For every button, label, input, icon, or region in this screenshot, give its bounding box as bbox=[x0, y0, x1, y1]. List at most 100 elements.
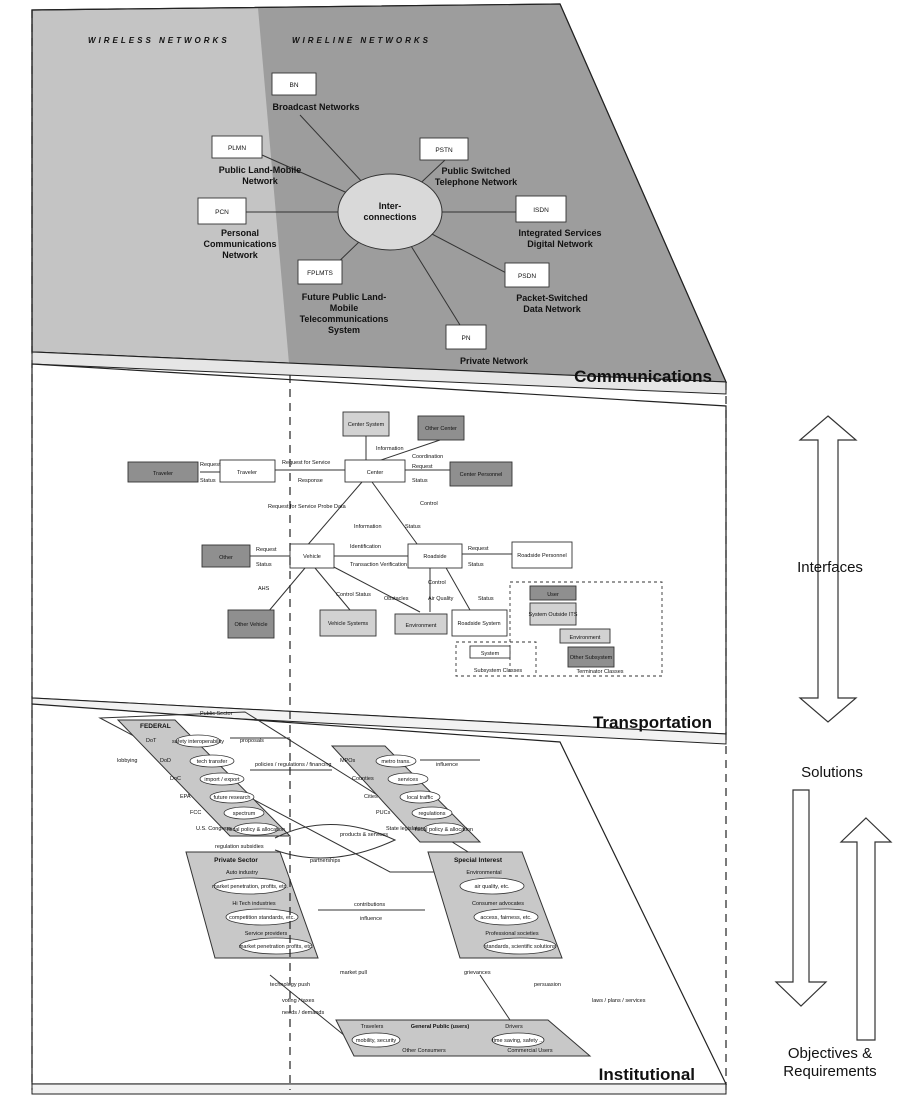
svg-text:DoT: DoT bbox=[146, 738, 157, 744]
svg-text:Consumer advocates: Consumer advocates bbox=[472, 901, 524, 907]
node-roadside-system: Roadside System bbox=[451, 609, 508, 637]
svg-text:Telephone Network: Telephone Network bbox=[435, 177, 518, 187]
svg-text:mobility, security: mobility, security bbox=[356, 1038, 396, 1044]
node-vehicle: Vehicle bbox=[289, 543, 335, 569]
flow-information-2: Information bbox=[354, 524, 382, 530]
svg-text:Mobile: Mobile bbox=[330, 303, 359, 313]
hub-label-line1: Inter- bbox=[379, 201, 402, 211]
svg-text:Public Land-Mobile: Public Land-Mobile bbox=[219, 165, 302, 175]
flow-request-center: Request bbox=[412, 464, 433, 470]
svg-text:System Outside ITS: System Outside ITS bbox=[529, 612, 578, 618]
svg-text:System: System bbox=[328, 325, 360, 335]
svg-text:Center Personnel: Center Personnel bbox=[460, 472, 503, 478]
svg-text:FCC: FCC bbox=[190, 810, 201, 816]
svg-text:Traveler: Traveler bbox=[153, 471, 173, 477]
public-items: Travelers mobility, security Drivers tim… bbox=[351, 1024, 553, 1054]
svg-text:Drivers: Drivers bbox=[505, 1024, 523, 1030]
general-public-label: General Public (users) bbox=[411, 1024, 470, 1030]
svg-text:BN: BN bbox=[289, 82, 298, 89]
interconnections-hub bbox=[337, 173, 443, 251]
local-items: MPOs metro trans. Counties services Citi… bbox=[340, 754, 473, 836]
solutions-down-arrow bbox=[774, 789, 828, 1007]
svg-text:services: services bbox=[398, 777, 418, 783]
svg-text:Subsystem Classes: Subsystem Classes bbox=[474, 668, 523, 674]
svg-text:market penetration profits, et: market penetration profits, etc. bbox=[239, 944, 314, 950]
flow-status-env: Status bbox=[478, 596, 494, 602]
svg-text:EPA: EPA bbox=[180, 794, 191, 800]
communications-plane-wireline bbox=[258, 4, 726, 382]
node-traveler-terminator: Traveler bbox=[127, 461, 199, 483]
flow-request-roadside: Request bbox=[468, 546, 489, 552]
federal-label: FEDERAL bbox=[140, 723, 171, 730]
flow-contributions: contributions bbox=[354, 902, 385, 908]
svg-text:Service providers: Service providers bbox=[245, 931, 288, 937]
svg-text:Communications: Communications bbox=[203, 239, 276, 249]
node-psdn: PSDN Packet-Switched Data Network bbox=[504, 262, 588, 314]
svg-text:Integrated Services: Integrated Services bbox=[518, 228, 601, 238]
svg-text:U.S. Congress: U.S. Congress bbox=[196, 826, 232, 832]
special-interest-label: Special Interest bbox=[454, 857, 503, 864]
flow-identification: Identification bbox=[350, 544, 381, 550]
svg-text:Traveler: Traveler bbox=[237, 470, 257, 476]
node-roadside: Roadside bbox=[407, 543, 463, 569]
flow-grievances: grievances bbox=[464, 970, 491, 976]
private-sector-label: Private Sector bbox=[214, 857, 258, 864]
svg-text:DoC: DoC bbox=[170, 776, 181, 782]
node-bn: BN Broadcast Networks bbox=[271, 72, 360, 112]
svg-text:Terminator Classes: Terminator Classes bbox=[576, 669, 623, 675]
communications-title: Communications bbox=[574, 367, 712, 386]
flow-control-status: Control Status bbox=[336, 592, 371, 598]
private-items: Auto industry market penetration, profit… bbox=[212, 870, 314, 955]
wireless-networks-header: WIRELESS NETWORKS bbox=[88, 36, 230, 45]
svg-text:Roadside System: Roadside System bbox=[457, 621, 501, 627]
node-roadside-personnel: Roadside Personnel bbox=[511, 541, 573, 569]
flow-needs-demands: needs / demands bbox=[282, 1010, 324, 1016]
flow-response: Response bbox=[298, 478, 323, 484]
node-isdn: ISDN Integrated Services Digital Network bbox=[515, 195, 602, 249]
svg-text:Roadside Personnel: Roadside Personnel bbox=[517, 553, 567, 559]
node-plmn: PLMN Public Land-Mobile Network bbox=[211, 135, 302, 186]
special-interest-box bbox=[427, 851, 563, 959]
private-sector-box bbox=[185, 851, 319, 959]
svg-text:Other Vehicle: Other Vehicle bbox=[234, 622, 267, 628]
flow-request-for-service: Request for Service bbox=[282, 460, 330, 466]
svg-text:Telecommunications: Telecommunications bbox=[300, 314, 389, 324]
flow-voting-taxes: voting / taxes bbox=[282, 998, 315, 1004]
flow-market-pull: market pull bbox=[340, 970, 367, 976]
svg-text:Environmental: Environmental bbox=[466, 870, 501, 876]
flow-policies: policies / regulations / financing bbox=[255, 762, 331, 768]
flow-information: Information bbox=[376, 446, 404, 452]
svg-text:User: User bbox=[547, 592, 559, 598]
node-other-terminator: Other bbox=[201, 544, 251, 568]
dashed-guides bbox=[31, 10, 727, 1090]
flow-persuasion: persuasion bbox=[534, 982, 561, 988]
svg-text:Other: Other bbox=[219, 555, 233, 561]
svg-text:System: System bbox=[481, 651, 500, 657]
svg-text:Network: Network bbox=[222, 250, 259, 260]
svg-text:ISDN: ISDN bbox=[533, 207, 549, 214]
flow-air-quality: Air Quality bbox=[428, 596, 454, 602]
svg-text:Digital Network: Digital Network bbox=[527, 239, 594, 249]
flow-request-probe: Request for Service Probe Data bbox=[268, 504, 347, 510]
hub-label-line2: connections bbox=[363, 212, 416, 222]
node-center-system: Center System bbox=[342, 411, 390, 437]
flow-products-services: products & services bbox=[340, 832, 388, 838]
svg-text:Packet-Switched: Packet-Switched bbox=[516, 293, 588, 303]
svg-text:Professional societies: Professional societies bbox=[485, 931, 538, 937]
node-pn: PN Private Network bbox=[445, 324, 529, 366]
legend-subsystem-classes: System Subsystem Classes bbox=[455, 641, 537, 677]
svg-text:Broadcast Networks: Broadcast Networks bbox=[272, 102, 359, 112]
interfaces-arrow bbox=[798, 415, 858, 723]
svg-text:PUCs: PUCs bbox=[376, 810, 391, 816]
svg-text:time saving, safety ...: time saving, safety ... bbox=[492, 1038, 544, 1044]
flow-request-traveler: Request bbox=[200, 462, 221, 468]
flow-lobbying: lobbying bbox=[117, 758, 138, 764]
svg-text:safety interoperability: safety interoperability bbox=[172, 739, 224, 745]
svg-text:access, fairness, etc.: access, fairness, etc. bbox=[480, 915, 532, 921]
svg-text:spectrum: spectrum bbox=[233, 811, 256, 817]
solutions-label: Solutions bbox=[801, 764, 863, 781]
federal-items: DoT safety interoperability DoD tech tra… bbox=[146, 734, 285, 836]
svg-text:Data Network: Data Network bbox=[523, 304, 582, 314]
svg-text:Public Switched: Public Switched bbox=[441, 166, 510, 176]
